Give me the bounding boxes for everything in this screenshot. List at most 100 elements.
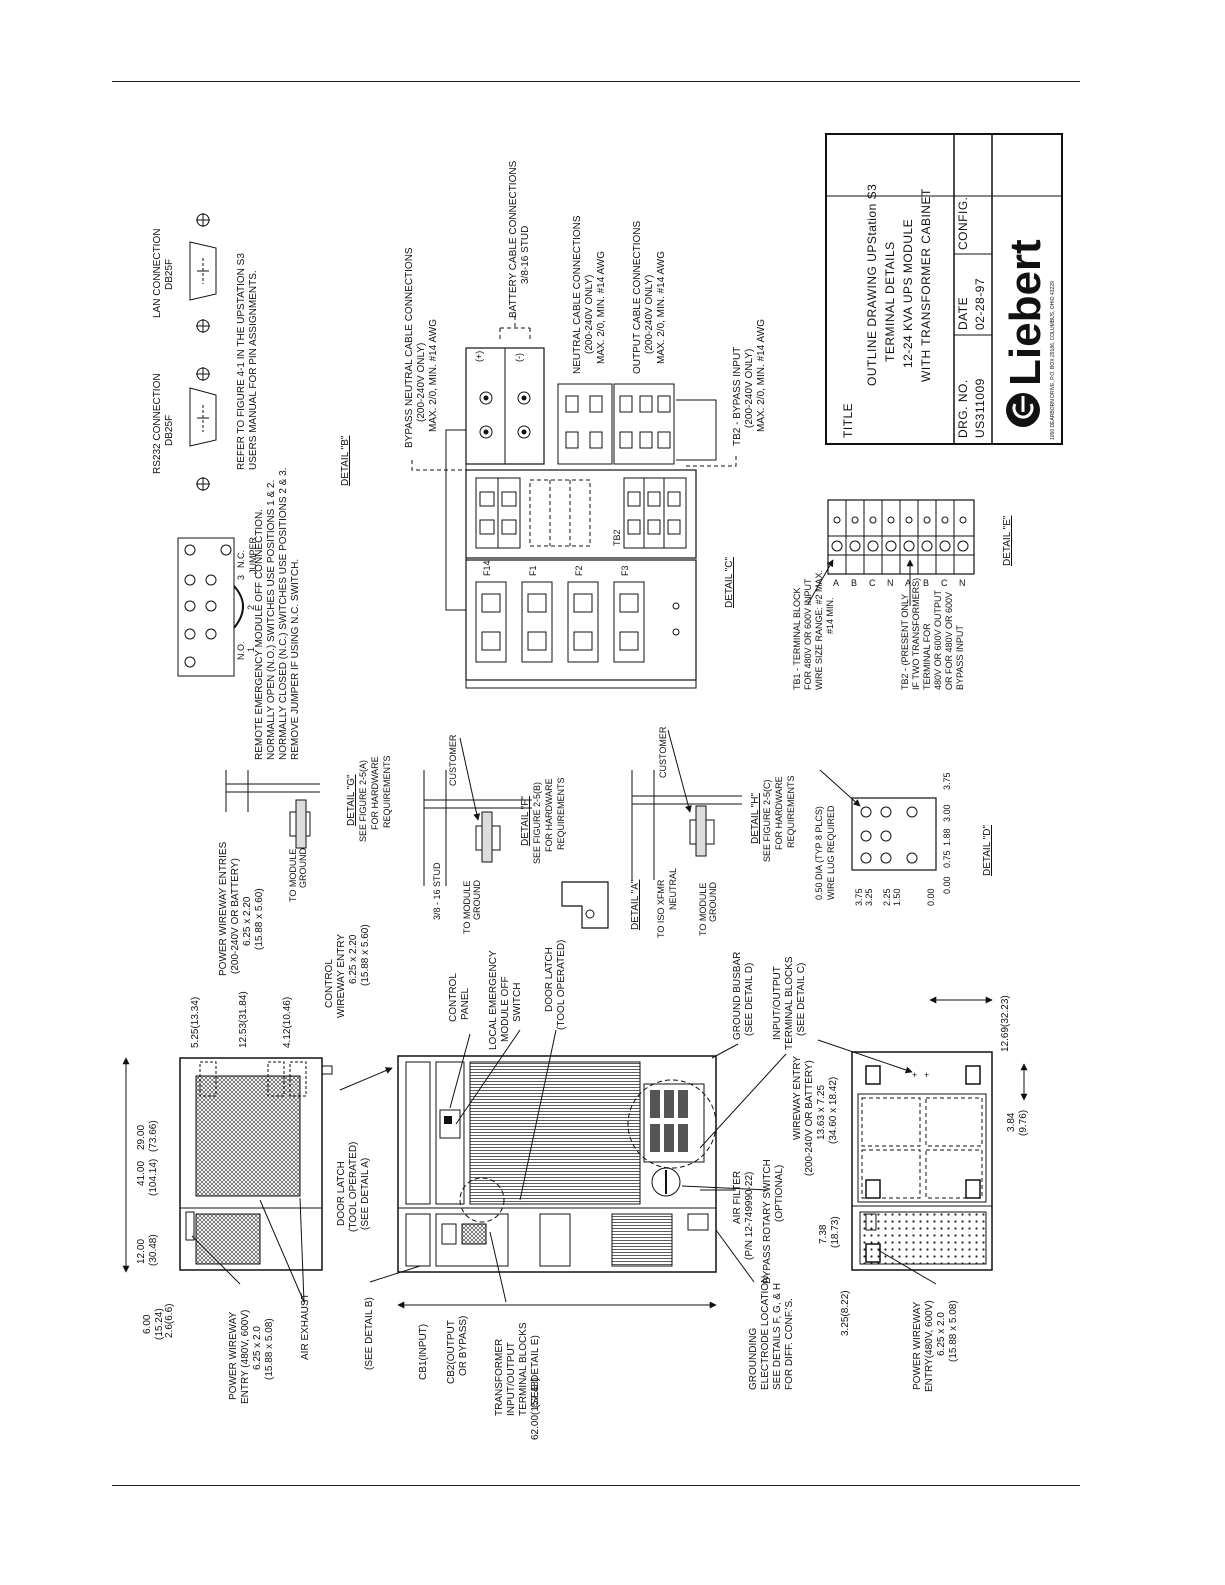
plus-marker-2: + (924, 1070, 929, 1080)
brand-logo-text: Liebert (1001, 239, 1050, 386)
title-line-2: TERMINAL DETAILS (883, 241, 897, 362)
bottom-power-entry-2: ENTRY(480V, 600V) (924, 1300, 935, 1392)
door-latch-front-1: DOOR LATCH (544, 947, 555, 1012)
dim-7-38: 7.38 (818, 1224, 829, 1244)
battery-studs (479, 391, 531, 439)
grounding-3: SEE DETAILS F, G, & H (772, 1283, 783, 1390)
ground-busbar-2: (SEE DETAIL D) (744, 963, 755, 1036)
power-wireway-1: POWER WIREWAY ENTRIES (218, 841, 229, 976)
power-entry-2: ENTRY (480V, 600V) (240, 1310, 251, 1404)
detail-d-title: DETAIL "D" (982, 825, 993, 876)
bottom-wireway-4: (34.60 x 18.42) (828, 1077, 839, 1144)
phase-c2: C (941, 578, 948, 588)
tb1-line-4: #14 MIN. (825, 597, 835, 634)
bypass-neutral-line-3: MAX. 2/0, MIN. #14 AWG (428, 319, 439, 432)
d-bottom-dim-5: 0.00 (942, 876, 952, 894)
transformer-4: (SEE DETAIL E) (530, 1335, 541, 1408)
detail-f-title: DETAIL "F" (520, 796, 531, 846)
refer-line-1: REFER TO FIGURE 4-1 IN THE UPSTATION S3 (236, 253, 247, 470)
d-left-dim-5: 0.00 (926, 888, 936, 906)
dim-104: (104.14) (148, 1159, 159, 1196)
tb2-line-2: IF TWO TRANSFORMERS) (911, 578, 921, 690)
brand-address: 1050 DEARBORN DRIVE, P.O. BOX 29186, COL… (1050, 281, 1056, 440)
tb2-line-6: BYPASS INPUT (955, 625, 965, 690)
title-block: TITLE OUTLINE DRAWING UPStation S3 TERMI… (825, 133, 1063, 445)
detail-e-title: DETAIL "E" (1002, 515, 1013, 566)
dim-18-73: (18.73) (830, 1216, 841, 1248)
dim-5-25: 5.25(13.34) (190, 997, 201, 1048)
dim-15: (15.24) (154, 1308, 165, 1340)
liebert-logo-icon (1006, 393, 1040, 427)
d-left-dim-1: 3.75 (854, 888, 864, 906)
detail-d: 0.50 DIA (TYP 8 PLCS) WIRE LUG REQUIRED … (814, 769, 993, 906)
power-entry-3: 6.25 x 2.0 (252, 1326, 263, 1370)
dim-73: (73.66) (148, 1120, 159, 1152)
see-detail-b: (SEE DETAIL B) (364, 1297, 375, 1370)
detail-c-title: DETAIL "C" (724, 557, 735, 608)
dim-41: 41.00 (136, 1161, 147, 1186)
neutral-line-3: MAX. 2/0, MIN. #14 AWG (596, 251, 607, 364)
date-value: 02-28-97 (973, 278, 987, 330)
battery-plus-label: (+) (474, 351, 484, 362)
jumper-wire (233, 585, 244, 629)
title-line-4: WITH TRANSFORMER CABINET (919, 188, 933, 382)
g-to-module-ground-1: TO MODULE (288, 849, 298, 902)
emo-2: MODULE OFF (500, 976, 511, 1042)
g-line-1: SEE FIGURE 2-5(A) (358, 760, 368, 842)
tb2-label: TB2 (612, 529, 622, 546)
g-line-3: REQUIREMENTS (382, 755, 392, 828)
rs232-sub: DB25F (164, 415, 175, 446)
dim-6: 6.00 (142, 1314, 153, 1334)
cb1-label: CB1(INPUT) (418, 1324, 429, 1380)
pos2-label: 2 (246, 605, 256, 610)
transformer-3: TERMINAL BLOCKS (518, 1322, 529, 1416)
plus-marker-1: + (912, 1070, 917, 1080)
air-exhaust-label: AIR EXHAUST (300, 1293, 311, 1360)
tb1-line-3: WIRE SIZE RANGE: #2 MAX. (814, 570, 824, 690)
battery-minus-label: (-) (514, 353, 524, 362)
bottom-wireway-1: WIREWAY ENTRY (792, 1056, 803, 1140)
dim-9-76: (9.76) (1018, 1110, 1029, 1136)
grounding-1: GROUNDING (748, 1328, 759, 1390)
io-blocks-3: (SEE DETAIL C) (796, 963, 807, 1036)
phase-b2: B (923, 578, 929, 588)
remote-line-3: NORMALLY CLOSED (N.C.) SWITCHES USE POSI… (278, 468, 289, 760)
phase-a1: A (833, 578, 839, 588)
front-view: 62.00(157.48) CONTROL PANEL LOCAL EMERGE… (364, 940, 807, 1440)
dim-4-12: 4.12(10.46) (282, 997, 293, 1048)
h-customer-label: CUSTOMER (658, 726, 668, 778)
dim-12-69: 12.69(32.23) (1000, 995, 1011, 1052)
dim-2-6: 2.6(6.6) (164, 1304, 175, 1338)
dim-12: 12.00 (136, 1239, 147, 1264)
dim-3-25: 3.25(8.22) (840, 1290, 851, 1336)
louver-panel (469, 1061, 641, 1205)
busbar-note-1: 0.50 DIA (TYP 8 PLCS) (814, 806, 824, 900)
drg-no-label: DRG. NO. (956, 379, 970, 438)
g-line-2: FOR HARDWARE (370, 756, 380, 830)
pos3-label: 3 (236, 575, 246, 580)
h-line-1: SEE FIGURE 2-5(C) (762, 779, 772, 862)
neutral-line-2: (200-240V ONLY) (584, 275, 595, 354)
tb2-bypass-line-2: (200-240V ONLY) (744, 349, 755, 428)
lan-sub: DB25F (164, 259, 175, 290)
phase-b1: B (851, 578, 857, 588)
phase-a2: A (905, 578, 911, 588)
bottom-power-entry-3: 6.25 x 2.0 (936, 1312, 947, 1356)
f-line-2: FOR HARDWARE (544, 778, 554, 852)
f-line-3: REQUIREMENTS (556, 777, 566, 850)
d-bottom-dim-1: 3.75 (942, 772, 952, 790)
d-left-dim-3: 2.25 (882, 888, 892, 906)
io-blocks-1: INPUT/OUTPUT (772, 966, 783, 1040)
control-wireway-4: (15.88 x 5.60) (360, 924, 371, 986)
control-wireway-2: WIREWAY ENTRY (336, 934, 347, 1018)
nc-label: N.C. (236, 550, 246, 568)
detail-b-title: DETAIL "B" (340, 435, 351, 486)
power-wireway-2: (200-240V OR BATTERY) (230, 858, 241, 974)
grounding-4: FOR DIFF. CONF.'S. (784, 1298, 795, 1390)
control-panel-2: PANEL (460, 988, 471, 1020)
g-to-module-ground-2: GROUND (298, 848, 308, 888)
control-panel-1: CONTROL (448, 973, 459, 1022)
emo-3: SWITCH (512, 983, 523, 1022)
terminal-columns (831, 500, 969, 574)
battery-line-2: 3/8-16 STUD (520, 226, 531, 284)
